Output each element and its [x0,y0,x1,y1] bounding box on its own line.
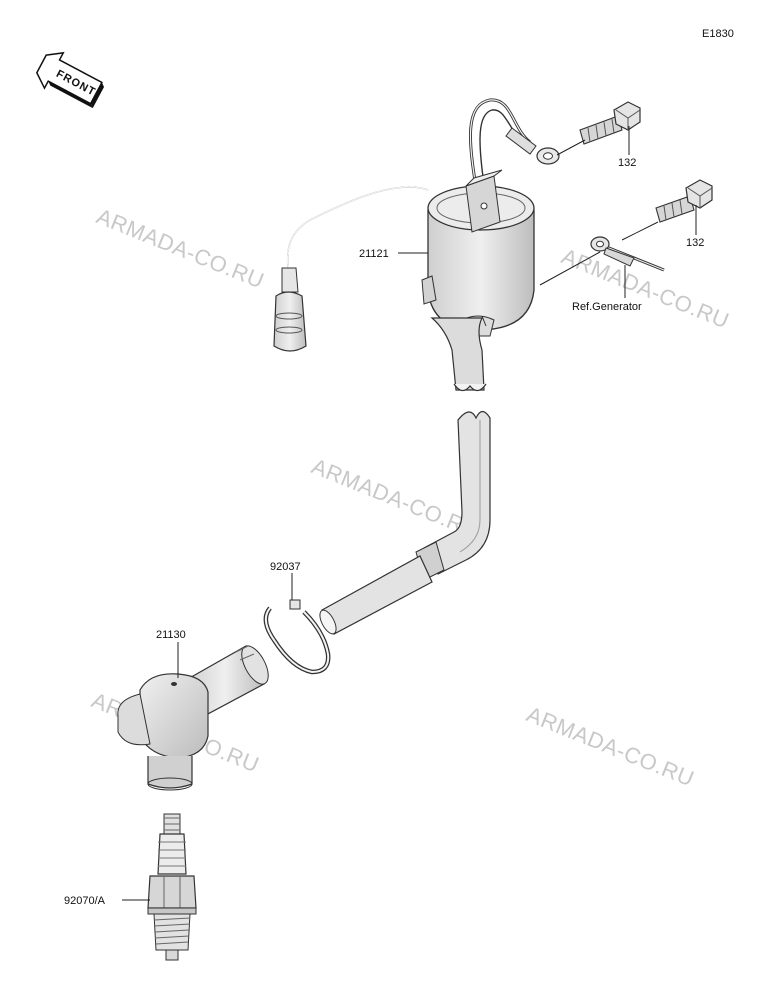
callout-ref-generator: Ref.Generator [572,301,642,313]
leader-lines [122,126,697,901]
bolt-upper-illustration [579,101,641,145]
ignition-coil-illustration [273,98,560,392]
clamp-illustration [263,599,331,675]
watermark-text: ARMADA-CO.RU [523,701,698,791]
generator-ground-lead-illustration [590,236,665,272]
watermark-text: ARMADA-CO.RU [558,243,733,333]
front-arrow-icon: FRONT [35,51,105,109]
high-tension-lead-illustration [319,410,491,635]
bolt-lower-illustration [655,179,713,223]
diagram-code: E1830 [702,28,734,40]
plug-cap-illustration [117,645,269,791]
callout-bolt-upper: 132 [618,157,636,169]
callout-ignition-coil: 21121 [359,248,389,260]
callout-spark-plug: 92070/A [64,895,106,907]
spark-plug-illustration [147,813,197,961]
callout-clamp: 92037 [270,561,301,573]
callout-plug-cap: 21130 [156,629,186,641]
watermark-text: ARMADA-CO.RU [93,203,268,293]
callout-bolt-lower: 132 [686,237,704,249]
